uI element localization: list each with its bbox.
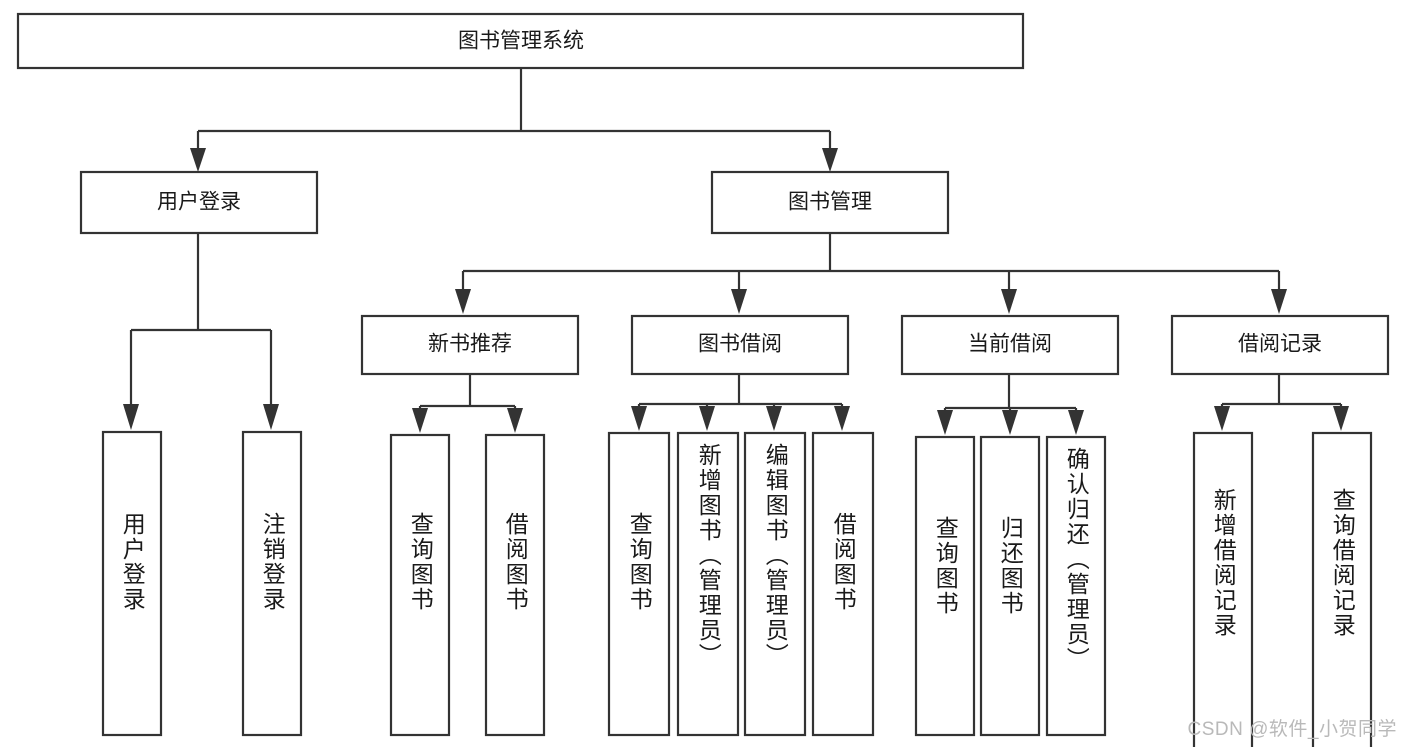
node-user-login-label: 用户登录 [157,191,241,214]
node-user-login-rect[interactable] [79,170,319,235]
node-root[interactable]: 图书管理系统 [16,12,1025,70]
arrow-current-borrow-child-3 [1068,410,1084,435]
connector-group-user-login [123,233,279,430]
arrow-to-borrow-record [1271,289,1287,314]
connector-group-new-book-recommend [412,374,523,433]
leaf-rect-book-borrow-2[interactable] [676,431,740,737]
arrow-book-borrow-child-1 [631,406,647,431]
node-new-book-recommend-label: 新书推荐 [428,333,512,356]
leaf-rect-current-borrow-1[interactable] [914,435,976,737]
arrow-user-login-child-2 [263,404,279,430]
arrow-book-borrow-child-4 [834,406,850,431]
arrow-current-borrow-child-1 [937,410,953,435]
arrow-to-new-book-recommend [455,289,471,314]
connector-group-borrow-record [1214,374,1349,431]
connector-group-root [190,68,838,172]
node-book-manage-label: 图书管理 [788,191,872,214]
node-root-rect[interactable] [16,12,1025,70]
node-borrow-record-label: 借阅记录 [1238,333,1322,356]
node-borrow-record-rect[interactable] [1170,314,1390,376]
arrow-book-borrow-child-2 [699,406,715,431]
arrow-book-borrow-child-3 [766,406,782,431]
leaf-rect-user-login-2[interactable] [241,430,303,737]
node-root-label: 图书管理系统 [458,30,584,53]
arrow-borrow-record-child-2 [1333,406,1349,431]
node-user-login[interactable]: 用户登录 [79,170,319,235]
leaf-rect-book-borrow-1[interactable] [607,431,671,737]
node-book-borrow[interactable]: 图书借阅 [630,314,850,376]
leaf-rect-book-borrow-4[interactable] [811,431,875,737]
arrow-user-login-child-1 [123,404,139,430]
leaf-rect-current-borrow-2[interactable] [979,435,1041,737]
connector-group-book-borrow [631,374,850,431]
node-book-manage-rect[interactable] [710,170,950,235]
connector-group-current-borrow [937,374,1084,435]
leaf-rect-borrow-record-1[interactable] [1192,431,1254,747]
node-current-borrow[interactable]: 当前借阅 [900,314,1120,376]
node-new-book-recommend-rect[interactable] [360,314,580,376]
node-new-book-recommend[interactable]: 新书推荐 [360,314,580,376]
connector-group-book-manage [455,233,1287,314]
node-book-borrow-rect[interactable] [630,314,850,376]
arrow-current-borrow-child-2 [1002,410,1018,435]
arrow-new-book-child-2 [507,408,523,433]
arrow-root-to-user-login [190,148,206,172]
leaf-rect-new-book-2[interactable] [484,433,546,737]
node-borrow-record[interactable]: 借阅记录 [1170,314,1390,376]
arrow-to-current-borrow [1001,289,1017,314]
leaf-rect-current-borrow-3[interactable] [1045,435,1107,737]
leaf-rect-user-login-1[interactable] [101,430,163,737]
node-book-borrow-label: 图书借阅 [698,333,782,356]
leaf-rect-new-book-1[interactable] [389,433,451,737]
leaf-rect-borrow-record-2[interactable] [1311,431,1373,747]
arrow-to-book-borrow [731,289,747,314]
arrow-root-to-book-manage [822,148,838,172]
arrow-new-book-child-1 [412,408,428,433]
node-book-manage[interactable]: 图书管理 [710,170,950,235]
arrow-borrow-record-child-1 [1214,406,1230,431]
node-current-borrow-label: 当前借阅 [968,333,1052,356]
node-current-borrow-rect[interactable] [900,314,1120,376]
leaf-rect-book-borrow-3[interactable] [743,431,807,737]
